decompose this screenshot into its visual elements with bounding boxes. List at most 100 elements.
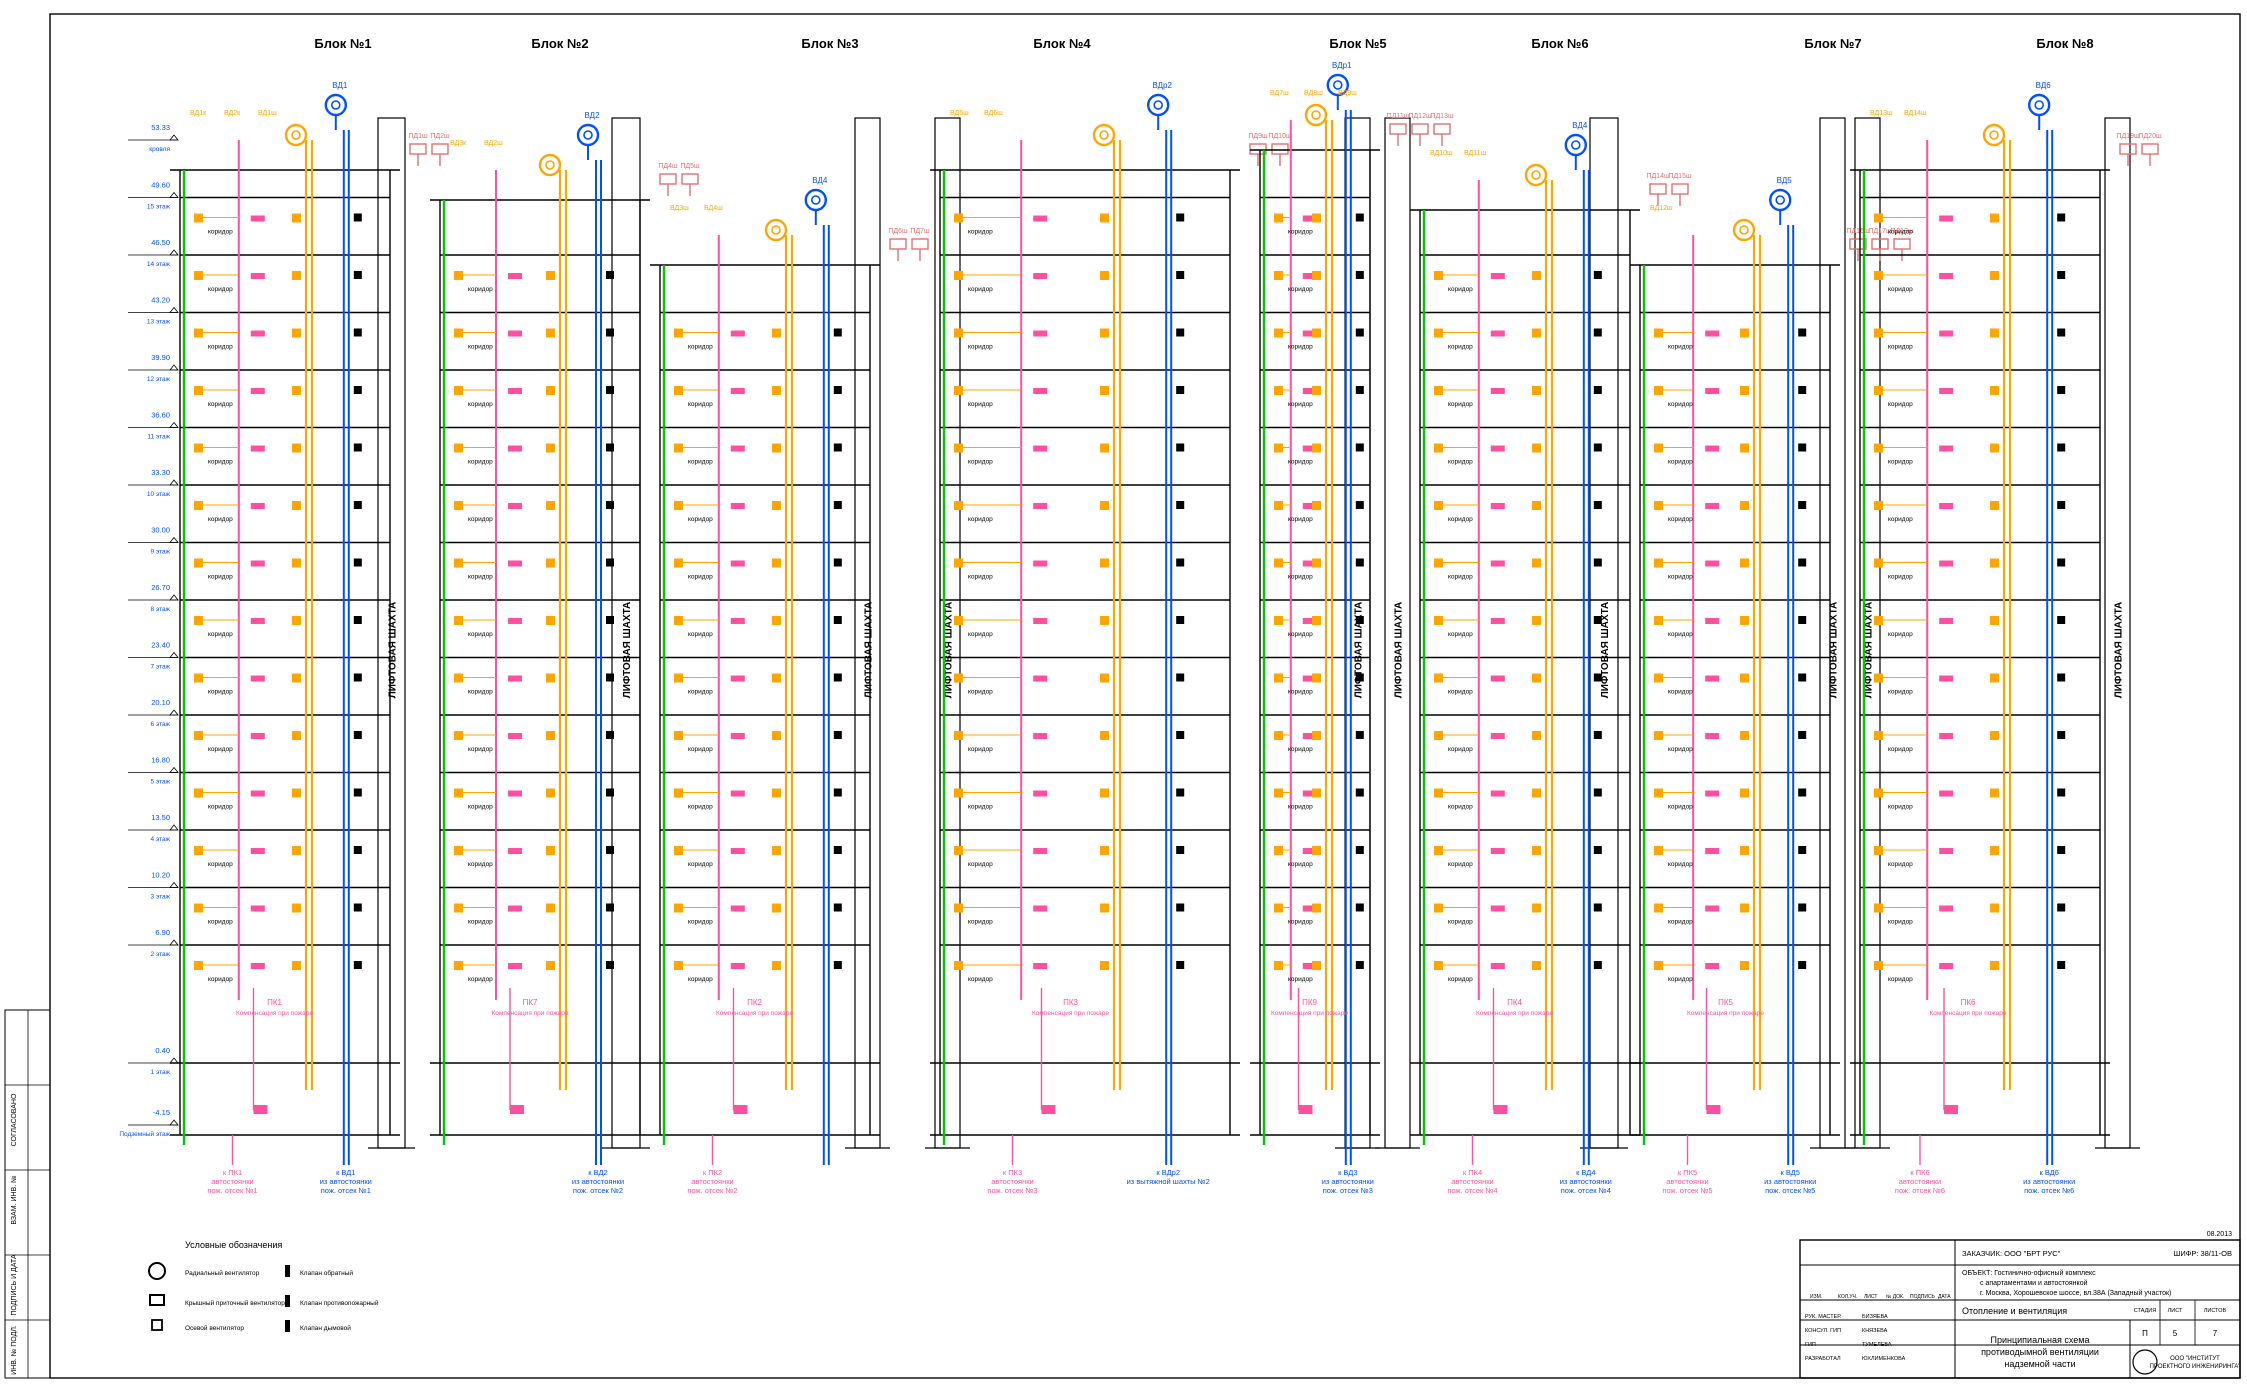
lift-shaft-label: ЛИФТОВАЯ ШАХТА — [864, 602, 875, 699]
corridor-label: коридор — [1288, 861, 1313, 868]
corridor-label: коридор — [1288, 976, 1313, 983]
corridor-label: коридор — [208, 229, 233, 236]
level-floor: 7 этаж — [151, 664, 171, 671]
level-floor: 15 этаж — [147, 204, 171, 211]
smoke-valve — [1939, 445, 1954, 452]
fire-valve — [1355, 328, 1364, 337]
stamp-code: ШИФР: 38/11-ОВ — [2173, 1249, 2232, 1258]
compensation-id: ПК1 — [267, 998, 282, 1007]
building-block: коридоркоридоркоридоркоридоркоридоркорид… — [650, 176, 930, 1195]
radial-fan-icon — [1732, 218, 1756, 242]
compensation-id: ПК7 — [523, 998, 538, 1007]
corridor-label: коридор — [1888, 631, 1913, 638]
roof-fan-label: ПД4ш — [658, 163, 678, 170]
fire-valve — [1355, 731, 1364, 739]
level-elevation: 13.50 — [151, 813, 170, 822]
stamp-org: ПРОЕКТНОГО ИНЖЕНИРИНГА" — [2150, 1364, 2241, 1370]
fire-valve — [2057, 328, 2066, 337]
supply-valve — [1874, 788, 1883, 798]
bottom-caption-left: к ПК4 — [1463, 1168, 1482, 1177]
corridor-label: коридор — [208, 976, 233, 983]
fire-valve — [606, 443, 614, 452]
legend-item: Клапан противопожарный — [300, 1299, 379, 1307]
supply-valve — [674, 443, 683, 453]
level-mark: 26.708 этаж — [128, 583, 179, 613]
radial-fan-icon — [810, 195, 821, 205]
supply-valve — [1874, 846, 1883, 855]
supply-valve — [292, 271, 301, 280]
supply-valve — [1990, 558, 1999, 568]
smoke-valve — [1705, 790, 1720, 797]
level-triangle — [169, 306, 179, 313]
bottom-caption-right: к ВДр2 — [1156, 1168, 1180, 1177]
level-triangle — [169, 939, 179, 946]
building-block: коридоркоридоркоридоркоридоркоридоркорид… — [1630, 176, 1914, 1195]
bottom-caption-left: автостоянки — [991, 1177, 1033, 1186]
supply-valve — [1990, 501, 1999, 510]
fire-valve — [1176, 558, 1185, 567]
valve-icon — [285, 1265, 290, 1277]
stamp-role: РУК. МАСТЕР. — [1805, 1314, 1842, 1320]
supply-fan-label: ВД1ш — [258, 110, 277, 117]
fire-valve — [833, 788, 842, 797]
compensation-valve — [1298, 1105, 1313, 1114]
level-mark: 0.401 этаж — [128, 1046, 179, 1076]
supply-valve — [454, 903, 463, 913]
supply-valve — [954, 558, 963, 568]
bottom-caption-left: автостоянки — [1666, 1177, 1708, 1186]
smoke-valve — [1033, 848, 1048, 854]
smoke-valve — [1490, 445, 1505, 452]
block-title: Блок №2 — [531, 36, 588, 51]
roof-fan-label: ПД9ш — [1248, 133, 1268, 140]
radial-fan-icon — [1311, 110, 1321, 120]
supply-valve — [1434, 501, 1443, 510]
corridor-label: коридор — [1888, 516, 1913, 523]
level-elevation: 43.20 — [151, 296, 170, 305]
supply-valve — [194, 903, 203, 913]
bottom-caption-right: пож. отсек №2 — [573, 1186, 623, 1195]
fire-valve — [1176, 213, 1185, 222]
smoke-valve — [1490, 618, 1505, 624]
level-floor: 6 этаж — [151, 721, 171, 728]
compensation-valve — [733, 1105, 748, 1114]
supply-valve — [1312, 616, 1321, 625]
supply-valve — [954, 673, 963, 683]
radial-fan-icon — [324, 93, 347, 117]
supply-valve — [1532, 443, 1541, 453]
smoke-valve — [1939, 790, 1954, 797]
supply-valve — [772, 501, 781, 510]
supply-valve — [546, 386, 555, 395]
supply-valve — [1874, 558, 1883, 568]
stamp-value: П — [2142, 1329, 2148, 1338]
bottom-caption-left: к ПК6 — [1910, 1168, 1929, 1177]
radial-fan-icon — [1531, 170, 1541, 180]
smoke-valve — [1490, 330, 1505, 337]
stamp-title: противодымной вентиляции — [1981, 1347, 2099, 1357]
smoke-valve — [1939, 963, 1954, 969]
supply-valve — [1654, 616, 1663, 625]
corridor-label: коридор — [688, 919, 713, 926]
supply-valve — [546, 731, 555, 740]
block-title: Блок №1 — [314, 36, 371, 51]
supply-valve — [1740, 443, 1749, 453]
corridor-label: коридор — [1448, 344, 1473, 351]
supply-valve — [1532, 501, 1541, 510]
smoke-valve — [508, 905, 522, 912]
supply-valve — [1100, 616, 1109, 625]
fire-valve — [353, 558, 362, 567]
supply-valve — [1990, 213, 1999, 223]
supply-valve — [954, 501, 963, 510]
compensation-id: ПК5 — [1718, 998, 1733, 1007]
corridor-label: коридор — [1888, 229, 1913, 236]
fire-valve — [606, 731, 614, 739]
fire-valve — [833, 961, 842, 969]
supply-fan-label: ВД4ш — [704, 205, 723, 212]
corridor-label: коридор — [688, 574, 713, 581]
fire-valve — [353, 386, 362, 394]
radial-fan-icon — [576, 123, 600, 147]
smoke-valve — [1705, 330, 1720, 337]
